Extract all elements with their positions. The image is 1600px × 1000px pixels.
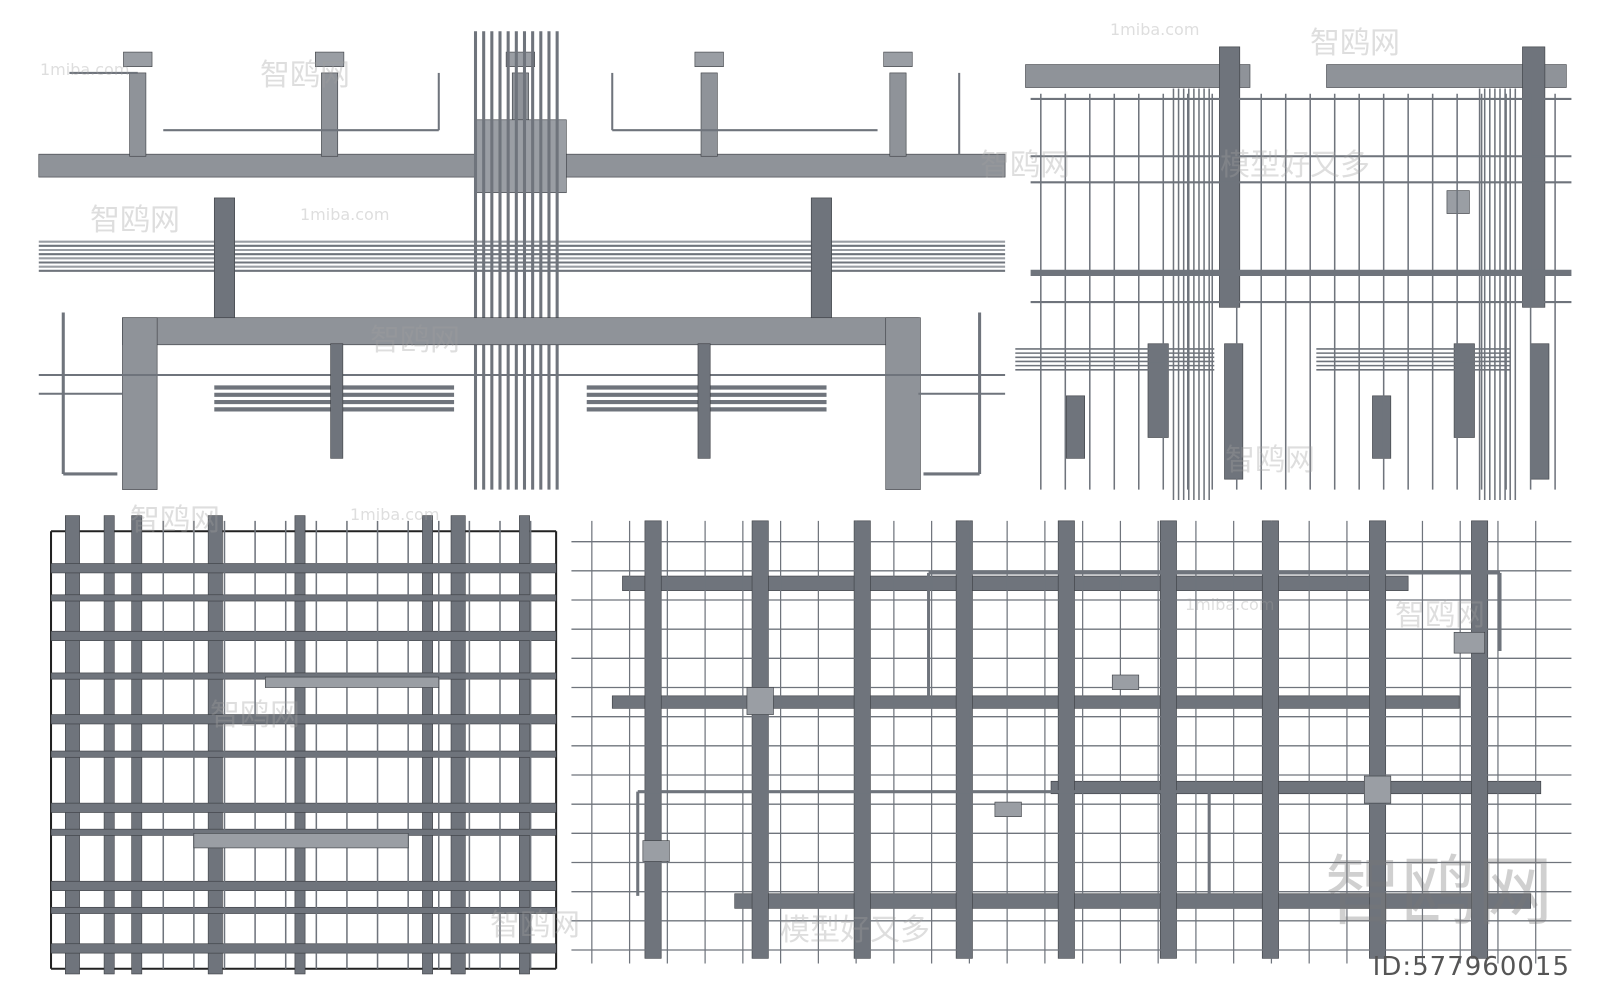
vent-cap bbox=[505, 51, 535, 67]
top-duct bbox=[1326, 64, 1567, 88]
vertical-pipe bbox=[422, 515, 433, 975]
duct-elbow bbox=[122, 317, 158, 490]
horizontal-pipe bbox=[50, 943, 557, 954]
vent-riser bbox=[889, 72, 907, 157]
vertical-pipe bbox=[103, 515, 115, 975]
panel-ceiling-pipework bbox=[571, 520, 1572, 964]
vent-riser bbox=[129, 72, 147, 157]
horizontal-pipe bbox=[50, 802, 557, 813]
duct-elbow bbox=[885, 317, 921, 490]
vertical-pipe bbox=[131, 515, 143, 975]
riser bbox=[810, 197, 832, 319]
junction-box bbox=[1363, 775, 1392, 804]
junction-box bbox=[474, 119, 567, 194]
vent-cap bbox=[315, 51, 345, 67]
main-pipe bbox=[622, 575, 1409, 591]
vertical-duct bbox=[1372, 395, 1392, 459]
main-pipe bbox=[734, 893, 1531, 909]
vertical-pipe bbox=[644, 520, 662, 959]
vertical-duct bbox=[1522, 46, 1546, 308]
horizontal-pipe bbox=[50, 630, 557, 641]
access-panel bbox=[1446, 190, 1470, 214]
horizontal-pipe bbox=[50, 563, 557, 574]
vertical-pipe bbox=[1057, 520, 1075, 959]
horizontal-pipe bbox=[50, 750, 557, 758]
vertical-pipe bbox=[519, 515, 530, 975]
panel-riser-network bbox=[1015, 46, 1572, 501]
vent-cap bbox=[694, 51, 724, 67]
vent-cap bbox=[123, 51, 153, 67]
vent-cap bbox=[883, 51, 913, 67]
access-panel bbox=[1111, 674, 1140, 690]
vertical-duct bbox=[1219, 46, 1241, 308]
horizontal-pipe bbox=[50, 714, 557, 725]
vertical-pipe bbox=[450, 515, 466, 975]
access-panel bbox=[642, 840, 670, 862]
horizontal-pipe bbox=[50, 880, 557, 891]
vent-riser bbox=[700, 72, 718, 157]
vertical-pipe bbox=[955, 520, 973, 959]
horizontal-duct bbox=[265, 676, 440, 688]
junction-box bbox=[746, 687, 774, 715]
vertical-duct bbox=[1066, 395, 1085, 459]
vertical-pipe bbox=[751, 520, 769, 959]
vertical-duct bbox=[1530, 343, 1550, 480]
vertical-pipe bbox=[1471, 520, 1489, 959]
drop-pipe bbox=[330, 343, 344, 459]
access-panel bbox=[994, 801, 1022, 817]
vertical-pipe bbox=[1159, 520, 1177, 959]
vertical-pipe bbox=[1369, 520, 1387, 959]
vertical-duct bbox=[1224, 343, 1244, 480]
panel-plan-grid bbox=[50, 515, 558, 975]
panel-elevation-ducts bbox=[38, 31, 1006, 490]
horizontal-pipe bbox=[50, 906, 557, 914]
top-duct bbox=[1025, 64, 1251, 88]
vertical-pipe bbox=[853, 520, 871, 959]
vertical-pipe bbox=[207, 515, 223, 975]
vertical-duct bbox=[1453, 343, 1475, 438]
horizontal-pipe bbox=[50, 594, 557, 602]
access-panel bbox=[1453, 631, 1486, 654]
vertical-pipe bbox=[1261, 520, 1279, 959]
image-id-label: ID:577960015 bbox=[1372, 952, 1570, 982]
riser bbox=[213, 197, 235, 319]
drop-pipe bbox=[697, 343, 711, 459]
vent-riser bbox=[321, 72, 339, 157]
vertical-pipe bbox=[65, 515, 80, 975]
vertical-pipe bbox=[294, 515, 306, 975]
main-pipe bbox=[611, 695, 1460, 709]
lower-duct bbox=[122, 317, 919, 346]
horizontal-duct bbox=[193, 833, 409, 849]
